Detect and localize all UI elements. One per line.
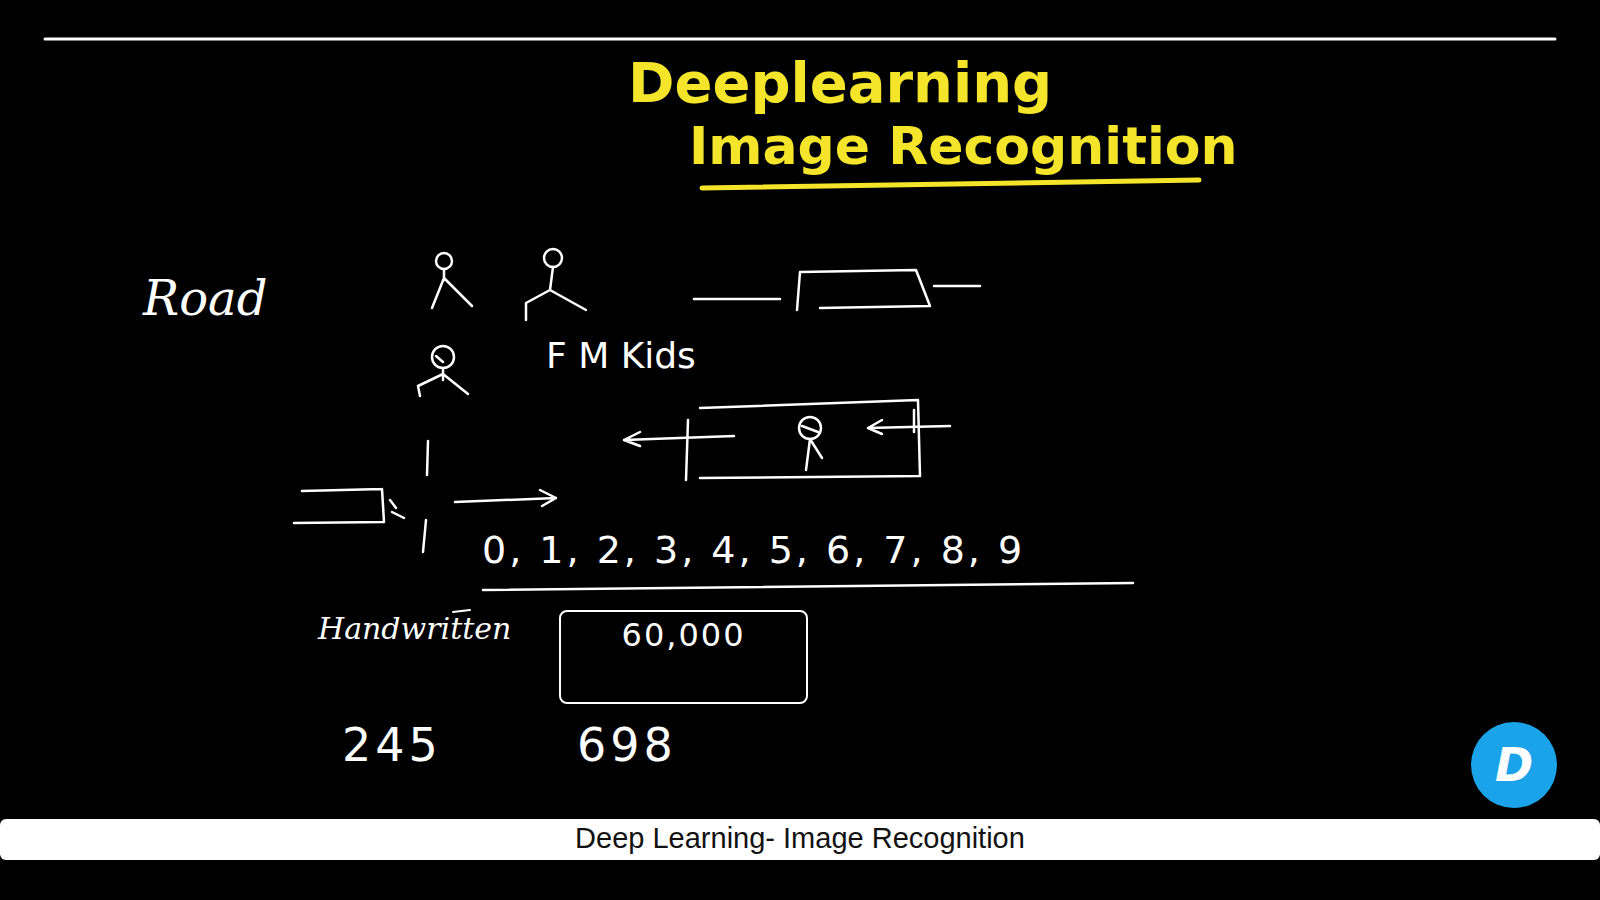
- word-label: F M Kids: [546, 336, 696, 376]
- count-box: 60,000: [559, 610, 808, 704]
- stick-figure: [418, 346, 468, 396]
- stick-figure: [526, 249, 586, 320]
- logo-letter: D: [1495, 740, 1533, 791]
- small-rect-sketch: [294, 489, 556, 523]
- title-underline: [702, 180, 1199, 188]
- digit-list: 0, 1, 2, 3, 4, 5, 6, 7, 8, 9: [482, 530, 1025, 572]
- count-value: 60,000: [561, 612, 806, 653]
- word-label: Handwritten: [318, 612, 511, 645]
- word-label: Road: [143, 272, 267, 325]
- underline: [483, 583, 1133, 590]
- caption: Deep Learning- Image Recognition: [0, 823, 1600, 855]
- caption-bar: [0, 819, 1600, 860]
- tick-mark: [427, 441, 428, 475]
- number-sample: 698: [577, 720, 677, 771]
- vehicle-sketch: [694, 270, 980, 310]
- number-sample: 245: [342, 720, 442, 771]
- logo-circle: [1471, 722, 1557, 808]
- subtitle: Image Recognition: [689, 118, 1238, 175]
- top-rule: [45, 38, 1555, 41]
- title: Deeplearning: [628, 52, 1052, 114]
- tick-mark: [423, 520, 426, 552]
- detection-box-sketch: [624, 400, 950, 480]
- stick-figure: [432, 253, 472, 308]
